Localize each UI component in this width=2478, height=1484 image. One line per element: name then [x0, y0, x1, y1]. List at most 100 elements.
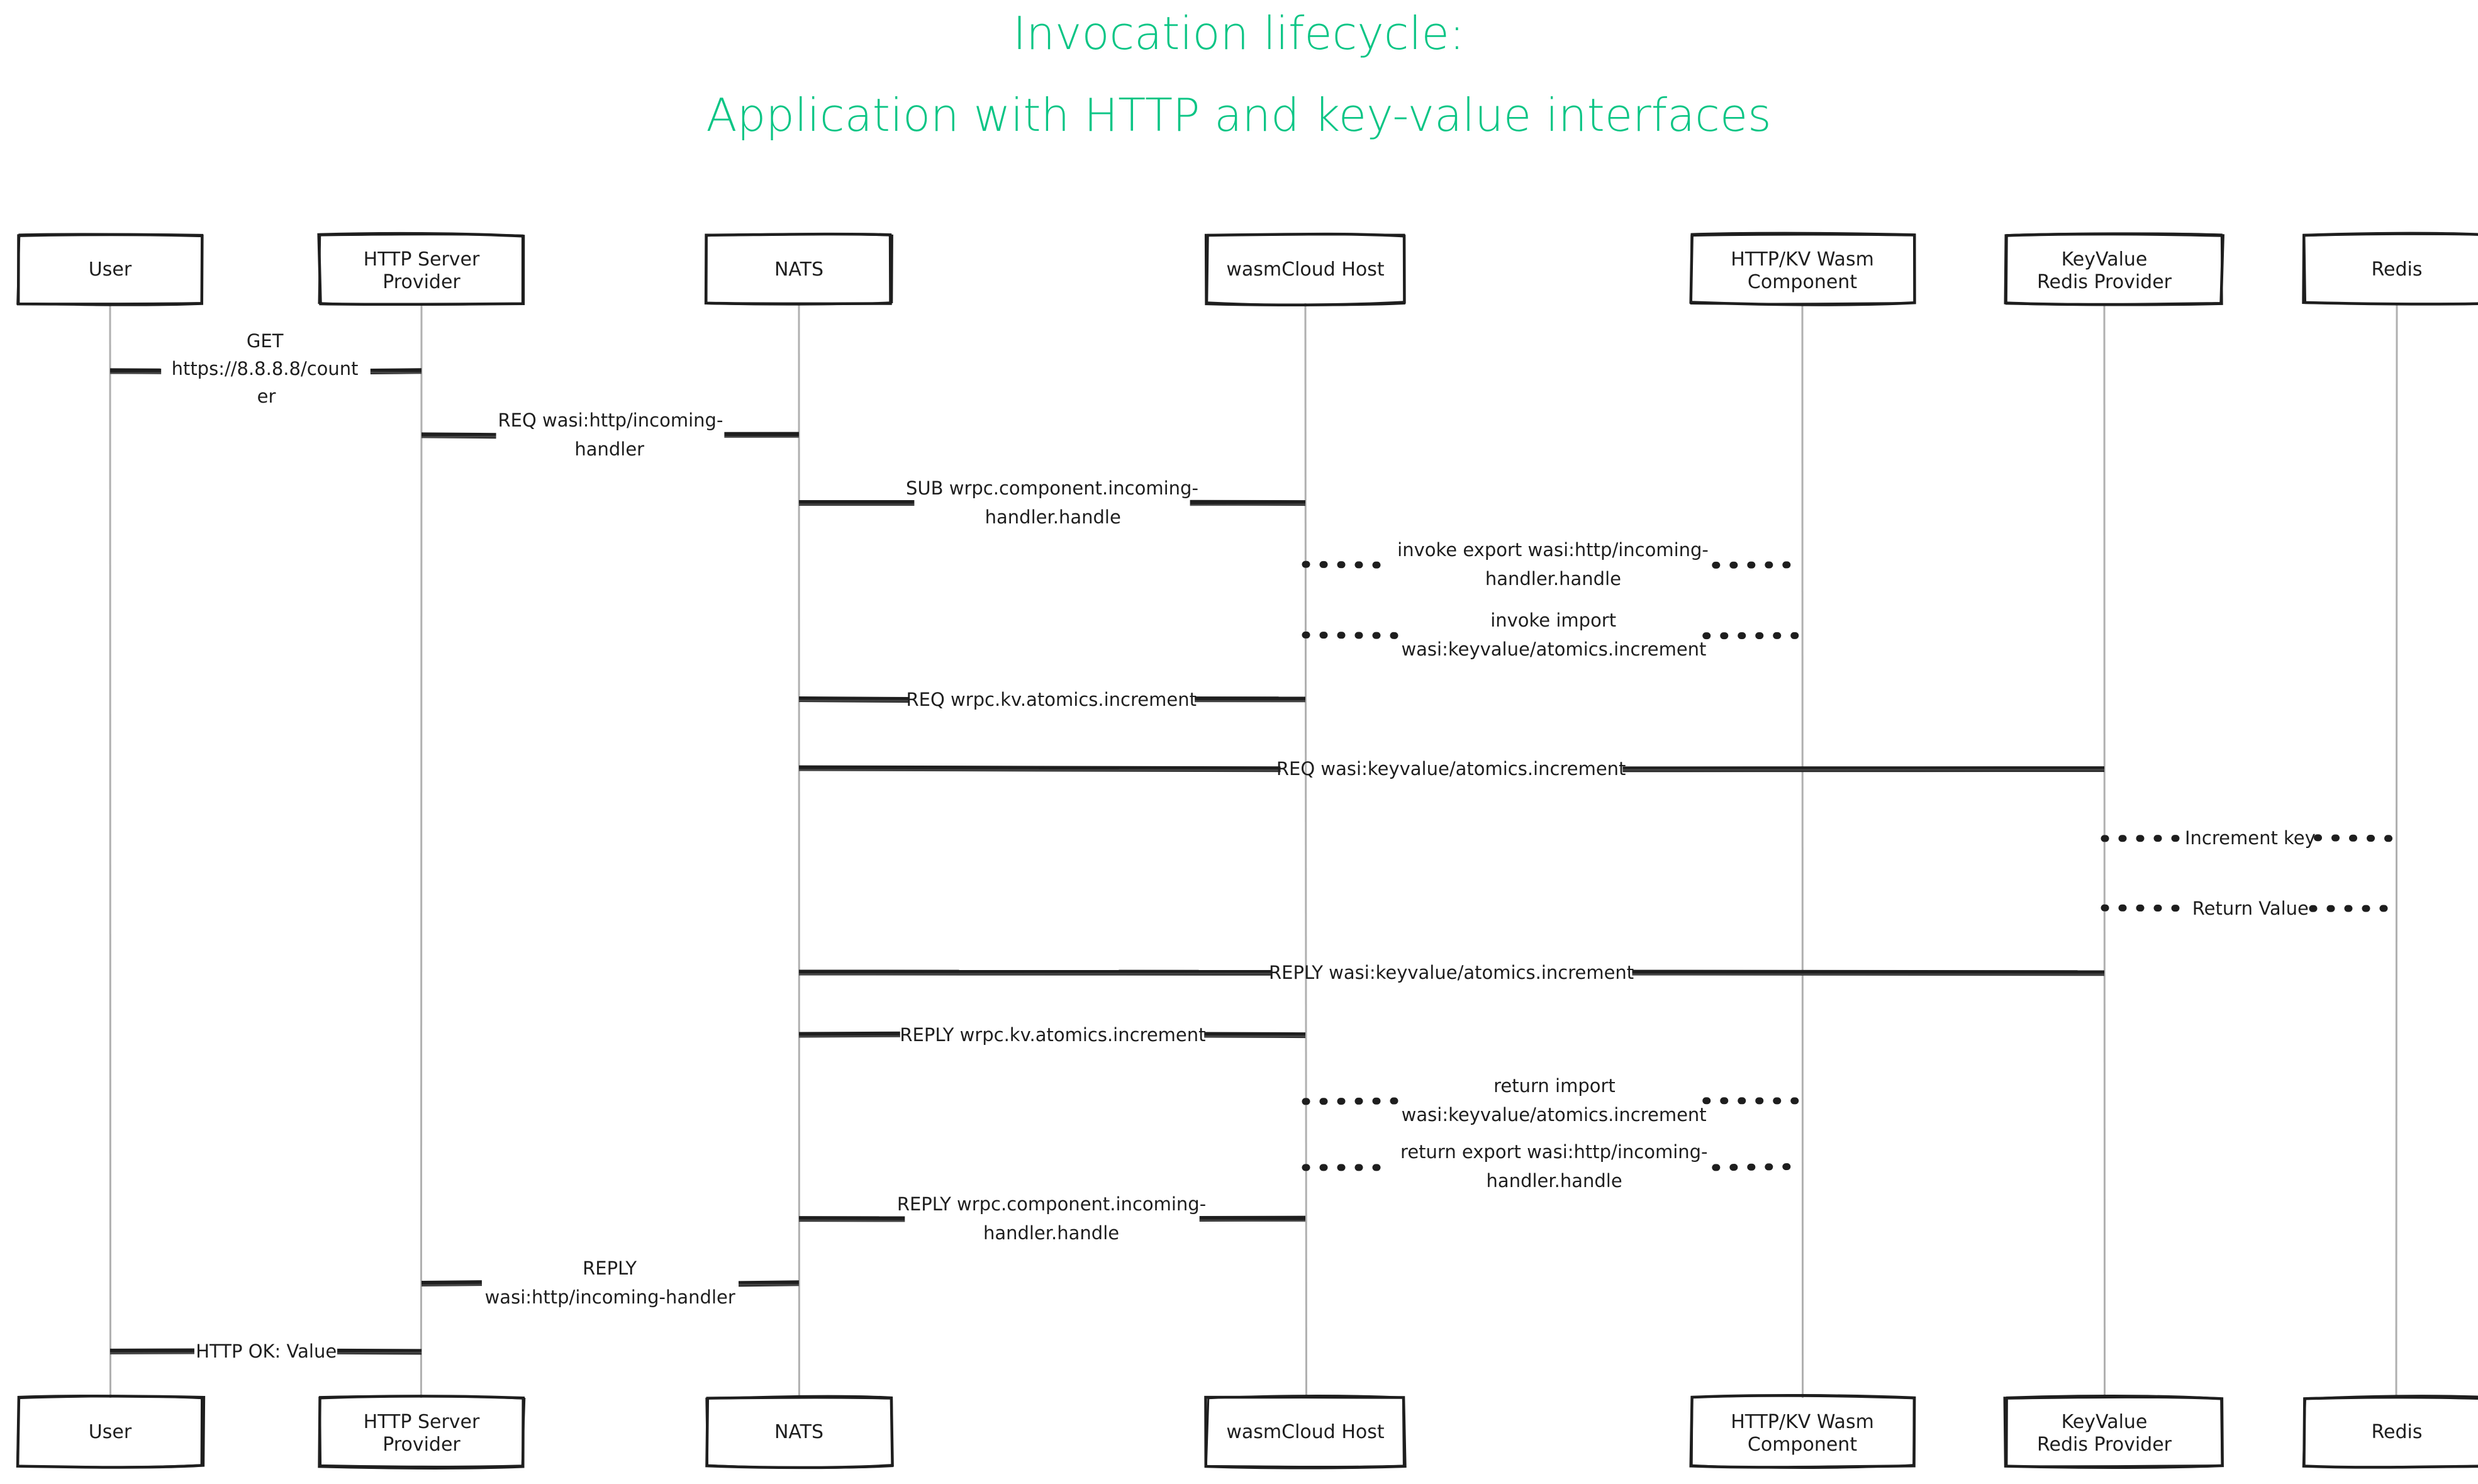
message-label-m13: handler.handle	[1487, 1170, 1622, 1191]
message-label-m1: GET	[247, 330, 284, 352]
message-line-shadow-m1	[370, 371, 422, 374]
message-label-m9: Return Value	[2192, 898, 2309, 919]
message-label-m15: wasi:http/incoming-handler	[485, 1286, 735, 1308]
message-label-m12: wasi:keyvalue/atomics.increment	[1402, 1104, 1707, 1125]
participant-box-redis-header	[2302, 232, 2478, 306]
message-line-shadow-m14	[1199, 1219, 1306, 1222]
message-label-m8: Increment key	[2185, 827, 2316, 849]
lifeline-wasm-component	[1801, 303, 1804, 1398]
participant-user-footer[interactable]: User	[16, 1394, 206, 1469]
participant-redis-footer[interactable]: Redis	[2302, 1395, 2478, 1469]
participant-box-wasm-component-header	[1689, 232, 1916, 306]
participant-label-user: User	[89, 259, 132, 281]
lifeline-wasmcloud-host	[1304, 303, 1307, 1398]
message-m5[interactable]: invoke importwasi:keyvalue/atomics.incre…	[1302, 610, 1806, 660]
message-line-m2	[421, 432, 496, 439]
participant-box-http-server-provider-header	[317, 232, 525, 306]
message-m12[interactable]: return import wasi:keyvalue/atomics.incre…	[1302, 1075, 1806, 1125]
message-m10[interactable]: REPLY wasi:keyvalue/atomics.increment	[798, 962, 2105, 983]
participant-wasmcloud-host-header[interactable]: wasmCloud Host	[1204, 232, 1406, 307]
message-m13[interactable]: return export wasi:http/incoming-handler…	[1302, 1141, 1806, 1191]
participant-box-keyvalue-redis-provider-footer	[2003, 1395, 2224, 1469]
message-m2[interactable]: REQ wasi:http/incoming-handler	[421, 410, 800, 460]
message-line-m4	[1302, 561, 1396, 569]
message-m16[interactable]: HTTP OK: Value	[109, 1341, 422, 1362]
participant-box-http-server-provider-footer	[318, 1395, 526, 1470]
message-line-shadow-m7	[798, 769, 1281, 772]
message-label-m2: REQ wasi:http/incoming-	[498, 410, 723, 431]
message-m9[interactable]: Return Value	[2101, 898, 2401, 919]
message-line-m11	[798, 1031, 900, 1038]
message-label-m14: REPLY wrpc.component.incoming-	[897, 1193, 1206, 1215]
participant-label-keyvalue-redis-provider: Redis Provider	[2037, 1434, 2172, 1456]
participant-label-http-server-provider: Provider	[382, 1434, 460, 1456]
message-m7[interactable]: REQ wasi:keyvalue/atomics.increment	[798, 758, 2105, 779]
participant-label-wasm-component: Component	[1748, 271, 1857, 293]
participant-user-header[interactable]: User	[16, 233, 204, 306]
participant-label-http-server-provider: HTTP Server	[364, 248, 480, 271]
message-line-m1	[370, 368, 422, 375]
participant-box-wasmcloud-host-footer	[1204, 1395, 1407, 1470]
message-label-m1: https://8.8.8.8/count	[172, 358, 359, 379]
message-line-m12	[1302, 1097, 1405, 1105]
message-m1[interactable]: GET https://8.8.8.8/count er	[109, 330, 422, 407]
participant-label-redis: Redis	[2372, 259, 2423, 281]
title-line-2: Application with HTTP and key-value inte…	[706, 89, 1771, 142]
lifelines	[109, 303, 2398, 1398]
message-line-m4	[1712, 561, 1806, 569]
title-line-1: Invocation lifecycle:	[1013, 7, 1465, 60]
message-label-m4: handler.handle	[1485, 568, 1621, 589]
participant-redis-header[interactable]: Redis	[2302, 232, 2478, 306]
message-line-m8	[2314, 834, 2401, 842]
participant-label-wasm-component: Component	[1748, 1434, 1857, 1456]
message-label-m10: REPLY wasi:keyvalue/atomics.increment	[1269, 962, 1634, 983]
participant-label-http-server-provider: Provider	[382, 271, 460, 293]
message-label-m4: invoke export wasi:http/incoming-	[1397, 539, 1709, 561]
message-line-m6	[798, 696, 910, 703]
participant-wasmcloud-host-footer[interactable]: wasmCloud Host	[1204, 1395, 1407, 1470]
participant-label-wasm-component: HTTP/KV Wasm	[1731, 248, 1874, 271]
participant-label-user: User	[89, 1421, 132, 1443]
participant-box-wasmcloud-host-header	[1204, 232, 1406, 307]
message-label-m13: return export wasi:http/incoming-	[1400, 1141, 1707, 1163]
message-m11[interactable]: REPLY wrpc.kv.atomics.increment	[798, 1024, 1306, 1046]
message-label-m15: REPLY	[583, 1258, 637, 1279]
message-label-m11: REPLY wrpc.kv.atomics.increment	[900, 1024, 1205, 1046]
participant-nats-footer[interactable]: NATS	[705, 1395, 894, 1470]
message-label-m6: REQ wrpc.kv.atomics.increment	[906, 689, 1196, 710]
message-m4[interactable]: invoke export wasi:http/incoming-handler…	[1302, 539, 1806, 589]
participant-label-keyvalue-redis-provider: Redis Provider	[2037, 271, 2172, 293]
message-line-m15	[421, 1280, 483, 1287]
message-label-m12: return import	[1493, 1075, 1616, 1096]
participant-label-keyvalue-redis-provider: KeyValue	[2062, 1411, 2148, 1433]
message-m3[interactable]: SUB wrpc.component.incoming-handler.hand…	[798, 477, 1306, 528]
diagram-title: Invocation lifecycle: Application with HT…	[706, 7, 1771, 142]
message-m8[interactable]: Increment key	[2101, 827, 2401, 849]
message-m15[interactable]: REPLY wasi:http/incoming-handler	[421, 1258, 800, 1308]
participant-box-wasm-component-footer	[1689, 1394, 1916, 1469]
participant-nats-header[interactable]: NATS	[704, 232, 893, 306]
message-line-shadow-m14	[798, 1219, 905, 1222]
participant-box-nats-footer	[705, 1395, 894, 1470]
message-m14[interactable]: REPLY wrpc.component.incoming-handler.ha…	[798, 1193, 1306, 1244]
participant-label-wasm-component: HTTP/KV Wasm	[1731, 1411, 1874, 1433]
lifeline-redis	[2395, 303, 2398, 1398]
participant-box-nats-header	[704, 232, 893, 306]
message-line-m13	[1712, 1163, 1806, 1171]
message-label-m1: er	[257, 386, 276, 407]
participant-label-nats: NATS	[774, 1421, 823, 1443]
message-label-m14: handler.handle	[983, 1222, 1119, 1244]
participant-label-redis: Redis	[2372, 1421, 2423, 1443]
participant-box-keyvalue-redis-provider-header	[2004, 232, 2224, 306]
message-m6[interactable]: REQ wrpc.kv.atomics.increment	[798, 689, 1306, 710]
